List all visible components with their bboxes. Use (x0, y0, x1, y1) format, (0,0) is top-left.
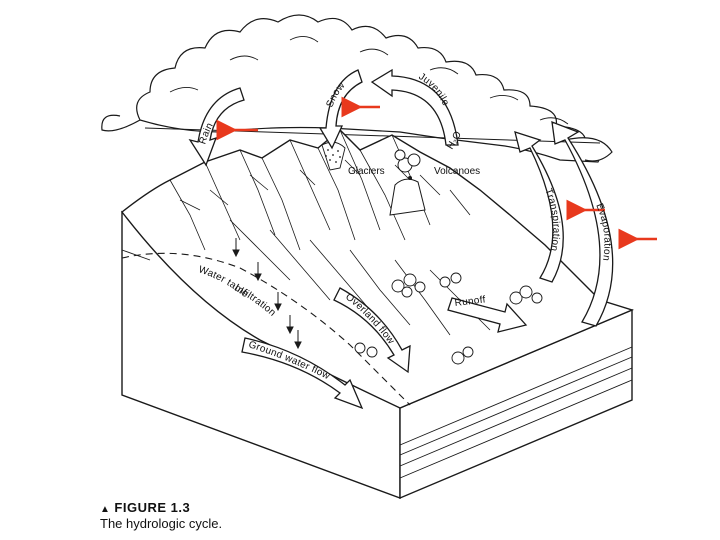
juvenile-arrow (370, 68, 459, 146)
evaporation-label: Evaporation (593, 202, 612, 262)
runoff-label: Runoff (454, 295, 486, 309)
figure-number: ▲FIGURE 1.3 (100, 500, 222, 515)
highlight-arrows (216, 96, 657, 250)
triangle-icon: ▲ (100, 504, 111, 515)
figure-label: FIGURE 1.3 (114, 500, 191, 515)
figure-description: The hydrologic cycle. (100, 516, 223, 531)
volcano (389, 149, 426, 216)
strata-lines (121, 249, 633, 479)
transpiration-label: Transpiration (542, 187, 561, 252)
ground-water-flow-arrow (241, 337, 364, 410)
tree-clusters (354, 272, 543, 365)
runoff-arrow (447, 297, 528, 333)
water-table-line (121, 252, 411, 406)
evaporation-arrow (551, 120, 614, 327)
infiltration-arrows (232, 238, 302, 350)
land-block (121, 129, 635, 500)
figure-caption: ▲FIGURE 1.3 The hydrologic cycle. (100, 500, 222, 531)
cycle-arrows (188, 68, 614, 410)
overland-flow-arrow (333, 287, 411, 374)
block-top-terrain (121, 129, 635, 409)
glacier-patch (321, 141, 346, 171)
glaciers-label: Glaciers (348, 166, 385, 177)
volcanoes-label: Volcanoes (434, 166, 480, 177)
rain-arrow (188, 87, 245, 167)
snow-arrow (318, 69, 363, 150)
transpiration-arrow (514, 131, 564, 283)
